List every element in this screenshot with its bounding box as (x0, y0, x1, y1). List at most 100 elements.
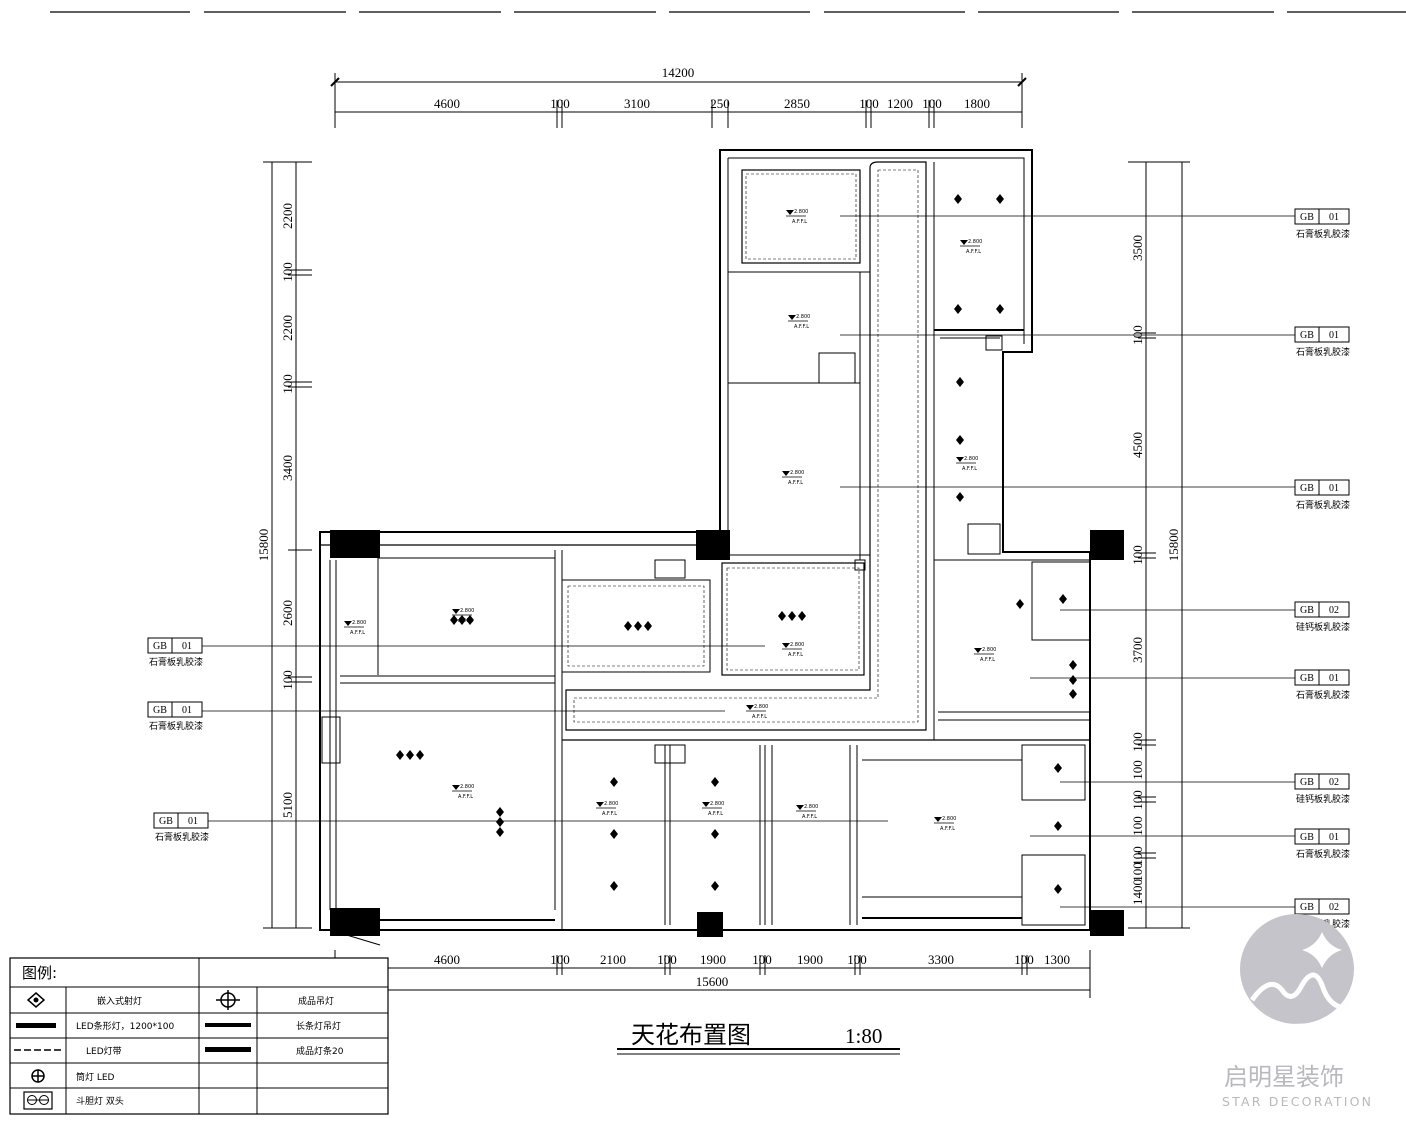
material-tag: GB 01 石膏板乳胶漆 (147, 637, 203, 668)
top-dim-6: 100 (859, 96, 879, 111)
left-dim-1: 2200 (280, 203, 295, 229)
svg-text:2.800: 2.800 (796, 314, 810, 320)
svg-text:2.800: 2.800 (710, 801, 724, 807)
right-dim-9: 100 (1130, 816, 1145, 836)
svg-text:A.F.F.L: A.F.F.L (802, 814, 817, 820)
bottom-dim-9: 3300 (928, 952, 954, 967)
legend-table: 图例: 嵌入式射灯 成品吊灯 LED条形灯，1200*100 长条灯吊灯 LED… (9, 957, 389, 1115)
svg-text:石膏板乳胶漆: 石膏板乳胶漆 (1296, 848, 1350, 860)
right-dim-1: 3500 (1130, 235, 1145, 261)
material-tag: GB 01 石膏板乳胶漆 (1294, 326, 1350, 358)
bottom-dim-3: 2100 (600, 952, 626, 967)
right-dimension-chain: 15800 3500 100 4500 100 3700 100 100 100… (1128, 161, 1190, 929)
right-dim-4: 100 (1130, 545, 1145, 565)
right-dim-10: 100 (1130, 846, 1145, 866)
right-dim-8: 100 (1130, 790, 1145, 810)
svg-text:A.F.F.L: A.F.F.L (458, 618, 473, 624)
left-dim-4: 100 (280, 374, 295, 394)
svg-text:A.F.F.L: A.F.F.L (980, 657, 995, 663)
svg-text:A.F.F.L: A.F.F.L (788, 652, 803, 658)
right-dim-6: 100 (1130, 732, 1145, 752)
top-dim-9: 1800 (964, 96, 990, 111)
svg-text:2.800: 2.800 (942, 816, 956, 822)
legend-label-8: 斗胆灯 双头 (76, 1096, 124, 1107)
svg-text:2.800: 2.800 (982, 647, 996, 653)
watermark: 启明星装饰 STAR DECORATION (1222, 914, 1371, 1109)
led-strip-lamp-icon (16, 1023, 56, 1028)
svg-text:2.800: 2.800 (794, 209, 808, 215)
bottom-dim-6: 100 (752, 952, 772, 967)
legend-label-6: 成品灯条20 (296, 1045, 344, 1057)
svg-text:2.800: 2.800 (790, 470, 804, 476)
legend-label-5: LED灯带 (86, 1046, 122, 1057)
pendant-light-icon (216, 990, 240, 1010)
drawing-title-block: 天花布置图 1:80 (617, 1021, 900, 1055)
svg-text:GB: GB (1300, 605, 1314, 616)
right-dim-7: 100 (1130, 760, 1145, 780)
left-dim-3: 2200 (280, 315, 295, 341)
svg-text:GB: GB (1300, 483, 1314, 494)
bottom-dimension-chain: 4600 100 2100 100 1900 100 1900 100 3300… (334, 950, 1091, 998)
bottom-overall-dim: 15600 (696, 974, 729, 989)
svg-text:石膏板乳胶漆: 石膏板乳胶漆 (149, 720, 203, 732)
svg-text:01: 01 (182, 641, 192, 652)
svg-text:石膏板乳胶漆: 石膏板乳胶漆 (1296, 346, 1350, 358)
left-overall-dim: 15800 (256, 529, 271, 562)
svg-text:A.F.F.L: A.F.F.L (752, 714, 767, 720)
legend-label-7: 筒灯 LED (76, 1071, 115, 1083)
downlight-icon (31, 1069, 45, 1083)
left-dim-6: 2600 (280, 600, 295, 626)
svg-text:01: 01 (1329, 330, 1339, 341)
bottom-dim-10: 100 (1014, 952, 1034, 967)
svg-text:石膏板乳胶漆: 石膏板乳胶漆 (1296, 228, 1350, 240)
svg-text:GB: GB (153, 641, 167, 652)
svg-text:A.F.F.L: A.F.F.L (792, 219, 807, 225)
top-dim-7: 1200 (887, 96, 913, 111)
svg-text:石膏板乳胶漆: 石膏板乳胶漆 (149, 656, 203, 668)
right-dim-11: 100 (1130, 862, 1145, 882)
left-dim-7: 100 (280, 670, 295, 690)
right-dim-5: 3700 (1130, 637, 1145, 663)
svg-text:2.800: 2.800 (754, 704, 768, 710)
top-dim-3: 3100 (624, 96, 650, 111)
drawing-title: 天花布置图 (631, 1021, 751, 1049)
svg-text:01: 01 (1329, 483, 1339, 494)
double-grille-light-icon (23, 1091, 53, 1110)
bottom-dim-8: 100 (847, 952, 867, 967)
legend-label-3: LED条形灯，1200*100 (76, 1020, 174, 1032)
svg-text:GB: GB (1300, 330, 1314, 341)
top-dim-1: 4600 (434, 96, 460, 111)
svg-text:A.F.F.L: A.F.F.L (966, 249, 981, 255)
top-dim-2: 100 (550, 96, 570, 111)
svg-text:01: 01 (1329, 832, 1339, 843)
svg-text:2.800: 2.800 (604, 801, 618, 807)
top-overall-dim: 14200 (662, 65, 695, 80)
svg-text:GB: GB (1300, 777, 1314, 788)
right-overall-dim: 15800 (1166, 529, 1181, 562)
left-dim-8: 5100 (280, 792, 295, 818)
svg-text:A.F.F.L: A.F.F.L (708, 811, 723, 817)
svg-text:01: 01 (1329, 673, 1339, 684)
svg-text:02: 02 (1329, 902, 1339, 913)
bottom-dim-2: 100 (550, 952, 570, 967)
svg-text:石膏板乳胶漆: 石膏板乳胶漆 (1296, 499, 1350, 511)
bottom-dim-4: 100 (657, 952, 677, 967)
svg-text:GB: GB (1300, 212, 1314, 223)
legend-title: 图例: (22, 964, 57, 982)
svg-text:02: 02 (1329, 605, 1339, 616)
svg-text:GB: GB (153, 705, 167, 716)
svg-text:硅钙板乳胶漆: 硅钙板乳胶漆 (1296, 621, 1350, 633)
svg-text:2.800: 2.800 (968, 239, 982, 245)
left-dim-5: 3400 (280, 455, 295, 481)
top-dim-8: 100 (922, 96, 942, 111)
svg-text:GB: GB (1300, 832, 1314, 843)
svg-text:GB: GB (1300, 673, 1314, 684)
svg-text:2.800: 2.800 (964, 456, 978, 462)
